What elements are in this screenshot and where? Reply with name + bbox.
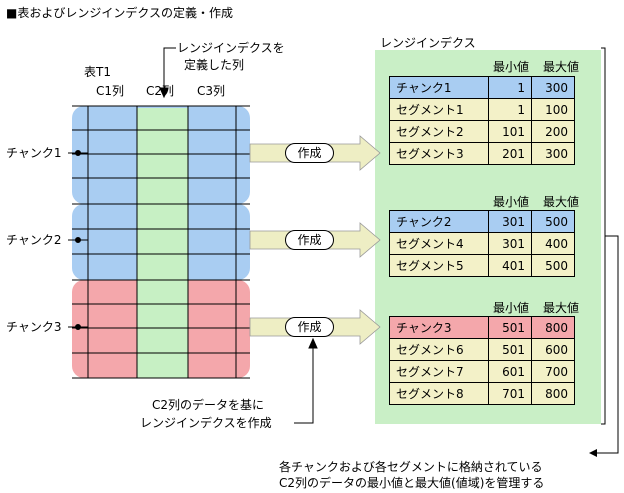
index-row: チャンク2 301 500: [389, 210, 575, 233]
index-row-min: 701: [488, 382, 532, 405]
index-row-name: セグメント5: [389, 254, 489, 277]
footer-note-line1: 各チャンクおよび各セグメントに格納されている: [279, 460, 543, 474]
index-row: セグメント3 201 300: [389, 142, 575, 165]
index-row-max: 300: [531, 142, 575, 165]
index-row: セグメント5 401 500: [389, 254, 575, 277]
create-label-1: 作成: [285, 143, 334, 163]
index-row-min: 401: [488, 254, 532, 277]
max-header-1: 最大値: [543, 60, 580, 74]
table-grid: [72, 105, 250, 379]
chunk1-label: チャンク1: [6, 146, 62, 160]
max-header-2: 最大値: [543, 195, 580, 209]
index-table-2: チャンク2 301 500 セグメント4 301 400 セグメント5 401 …: [389, 210, 575, 277]
c2-callout-line1: レンジインデクスを: [177, 41, 285, 55]
index-table-3: チャンク3 501 800 セグメント6 501 600 セグメント7 601 …: [389, 316, 575, 405]
table-label: 表T1: [84, 65, 111, 79]
index-row-name: セグメント3: [389, 142, 489, 165]
index-table-1: チャンク1 1 300 セグメント1 1 100 セグメント2 101 200 …: [389, 76, 575, 165]
chunk-leaders: [68, 150, 88, 330]
bottom-note-arrow: [294, 337, 318, 424]
index-row: セグメント4 301 400: [389, 232, 575, 255]
page-title: ■表およびレンジインデクスの定義・作成: [6, 6, 233, 20]
index-row-min: 301: [488, 210, 532, 233]
chunk3-label: チャンク3: [6, 320, 62, 334]
index-row: チャンク3 501 800: [389, 316, 575, 339]
min-header-3: 最小値: [493, 301, 530, 315]
bottom-note-line1: C2列のデータを基に: [152, 398, 265, 412]
index-row: セグメント8 701 800: [389, 382, 575, 405]
footer-arrowhead: [589, 449, 597, 457]
index-row-min: 301: [488, 232, 532, 255]
index-row-max: 500: [531, 254, 575, 277]
right-bracket: [597, 47, 619, 454]
c2-column: [137, 108, 188, 378]
c2-callout-line2: 定義した列: [184, 58, 245, 72]
index-row-max: 800: [531, 382, 575, 405]
min-header-2: 最小値: [493, 195, 530, 209]
chunk2-label: チャンク2: [6, 233, 62, 247]
create-label-3: 作成: [285, 317, 334, 337]
index-row-name: チャンク2: [389, 210, 489, 233]
index-row-min: 201: [488, 142, 532, 165]
max-header-3: 最大値: [543, 301, 580, 315]
footer-note-line2: C2列のデータの最小値と最大値(値域)を管理する: [279, 476, 545, 490]
column-header-c1: C1列: [96, 84, 125, 98]
index-row: セグメント7 601 700: [389, 360, 575, 383]
range-index-title: レンジインデクス: [380, 36, 476, 50]
min-header-1: 最小値: [493, 60, 530, 74]
column-header-c3: C3列: [197, 84, 226, 98]
index-row-max: 700: [531, 360, 575, 383]
create-label-2: 作成: [285, 230, 334, 250]
index-row-min: 601: [488, 360, 532, 383]
bottom-note-line2: レンジインデクスを作成: [140, 416, 272, 430]
c2-callout-arrow: [159, 47, 176, 99]
